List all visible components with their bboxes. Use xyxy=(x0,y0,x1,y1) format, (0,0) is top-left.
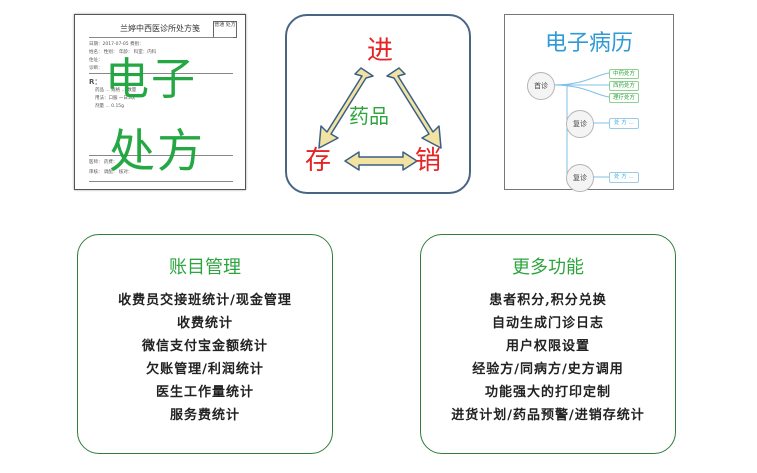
list-item: 医生工作量统计 xyxy=(155,385,254,400)
tag-herbal-rx: 中药处方 xyxy=(609,69,640,79)
accounts-panel: 账目管理 收费员交接班统计/现金管理 收费统计 微信支付宝金额统计 欠账管理/利… xyxy=(77,234,333,454)
rx-line: 药品 ... 规格 ... 数量 xyxy=(95,88,137,93)
revisit-node: 复诊 xyxy=(566,164,594,192)
prescription-overlay-text-2: 处方 xyxy=(109,124,205,178)
emr-title: 电子病历 xyxy=(544,31,633,56)
prescription-title: 兰婷中西医诊所处方笺 xyxy=(120,24,200,33)
more-features-list: 患者积分,积分兑换 自动生成门诊日志 用户权限设置 经验方/同病方/史方调用 功… xyxy=(421,289,675,427)
list-item: 服务费统计 xyxy=(169,408,240,423)
rx-line: 住址： xyxy=(89,58,103,63)
rx-line: 医师： 药费： xyxy=(89,160,118,165)
arrow-left-diagonal xyxy=(318,67,374,149)
list-item: 用户权限设置 xyxy=(505,339,590,354)
prescription-overlay-text-1: 电子 xyxy=(105,54,197,105)
rx-line: 用法：口服 一日3次 xyxy=(95,96,136,101)
rx-line: 剂量 ... 0.15g xyxy=(95,104,125,109)
list-item: 欠账管理/利润统计 xyxy=(146,362,264,377)
label-sales: 销 xyxy=(415,146,442,176)
rule xyxy=(89,181,233,182)
label-purchase: 进 xyxy=(367,36,394,66)
rx-line: 日期：2017-07-05 费别： xyxy=(89,42,144,47)
rx-line: 诊断： xyxy=(89,66,103,71)
prescription-stamp: 普通 处方 xyxy=(213,21,237,38)
rx-symbol: R： xyxy=(89,78,102,86)
arrow-bottom xyxy=(344,151,418,171)
tag-therapy-rx: 理疗处方 xyxy=(609,93,640,103)
list-item: 进货计划/药品预警/进销存统计 xyxy=(451,408,645,423)
rx-line: 审核： 调配： 核对： xyxy=(89,170,133,175)
first-visit-node: 首诊 xyxy=(527,72,555,100)
more-features-panel: 更多功能 患者积分,积分兑换 自动生成门诊日志 用户权限设置 经验方/同病方/史… xyxy=(420,234,676,454)
list-item: 收费员交接班统计/现金管理 xyxy=(118,293,292,308)
prescription-image: 兰婷中西医诊所处方笺 普通 处方 日期：2017-07-05 费别： 姓名： 性… xyxy=(74,14,246,190)
tag-rx: 处 方 ... xyxy=(609,118,639,129)
rule xyxy=(89,37,233,38)
accounts-title: 账目管理 xyxy=(169,257,241,278)
list-item: 患者积分,积分兑换 xyxy=(489,293,607,308)
inventory-cycle-panel: 进 存 销 药品 xyxy=(285,14,471,194)
list-item: 收费统计 xyxy=(176,316,233,331)
list-item: 微信支付宝金额统计 xyxy=(141,339,268,354)
emr-tree-lines xyxy=(552,72,610,179)
more-features-title: 更多功能 xyxy=(512,257,584,278)
rule xyxy=(89,73,233,74)
accounts-list: 收费员交接班统计/现金管理 收费统计 微信支付宝金额统计 欠账管理/利润统计 医… xyxy=(78,289,332,427)
emr-panel: 电子病历 首诊 复诊 复诊 中药处方 西药处方 理疗处方 处 方 ... 处 方… xyxy=(504,14,674,192)
label-drugs: 药品 xyxy=(349,104,389,128)
label-stock: 存 xyxy=(305,146,332,176)
revisit-node: 复诊 xyxy=(566,110,594,138)
list-item: 经验方/同病方/史方调用 xyxy=(472,362,624,377)
rx-line: 姓名： 性别： 年龄： 科室：内科 xyxy=(89,50,157,55)
arrow-right-diagonal xyxy=(386,67,442,149)
tag-rx: 处 方 ... xyxy=(609,172,639,183)
tag-western-rx: 西药处方 xyxy=(609,81,640,91)
cycle-arrows xyxy=(318,67,442,171)
rule xyxy=(89,155,233,156)
list-item: 自动生成门诊日志 xyxy=(491,316,604,331)
list-item: 功能强大的打印定制 xyxy=(484,385,611,400)
